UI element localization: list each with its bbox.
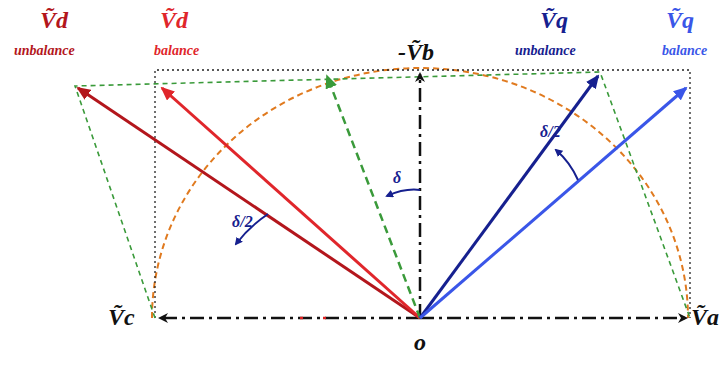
- phasor-name: Ṽa: [691, 305, 719, 329]
- phasor-name: Ṽq: [666, 8, 694, 32]
- phasor-name: Ṽd: [160, 8, 188, 32]
- phasor-name: Ṽq: [540, 8, 568, 32]
- phasor-note: balance: [154, 44, 199, 58]
- phasor-note: balance: [662, 44, 707, 58]
- angle-label: δ: [393, 170, 401, 186]
- phasor-note: unbalance: [14, 44, 75, 58]
- phasor-name: -Ṽb: [398, 40, 434, 64]
- phasor-name: Ṽc: [108, 305, 135, 329]
- origin-label: o: [414, 330, 426, 354]
- angle-label: δ/2: [232, 214, 253, 230]
- angle-label: δ/2: [540, 124, 561, 140]
- phasor-note: unbalance: [515, 44, 576, 58]
- phasor-name: Ṽd: [40, 8, 68, 32]
